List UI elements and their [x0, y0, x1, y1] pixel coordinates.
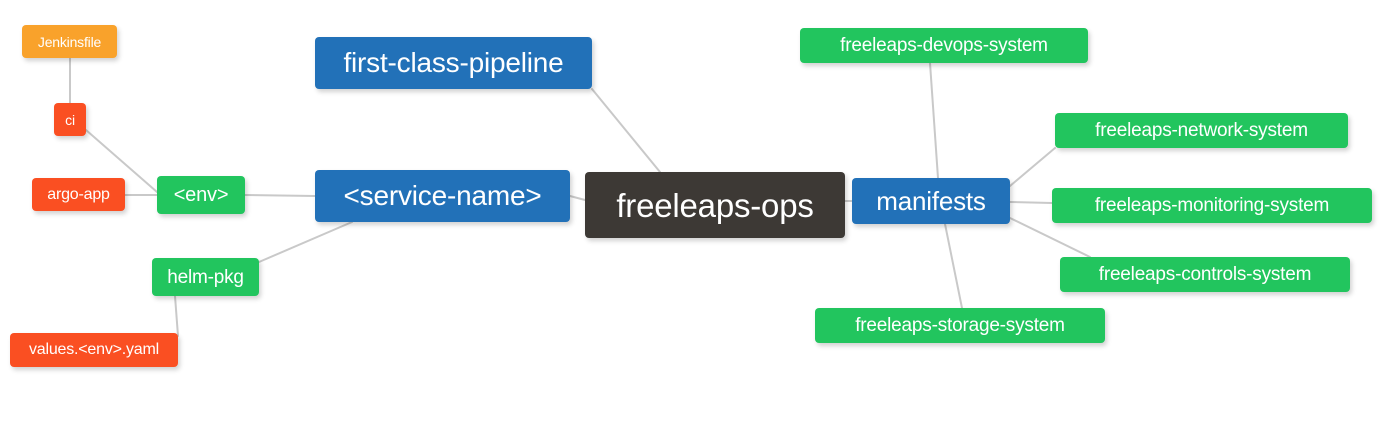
node-service-name[interactable]: <service-name> — [315, 170, 570, 222]
edge-manifests-to-freeleaps-devops-system — [929, 62, 939, 179]
node-freeleaps-controls-system[interactable]: freeleaps-controls-system — [1060, 257, 1350, 292]
node-helm-pkg[interactable]: helm-pkg — [152, 258, 259, 296]
node-freeleaps-monitoring-system[interactable]: freeleaps-monitoring-system — [1052, 188, 1372, 223]
node-freeleaps-devops-system[interactable]: freeleaps-devops-system — [800, 28, 1088, 63]
node-argo-app[interactable]: argo-app — [32, 178, 125, 211]
node-freeleaps-storage-system[interactable]: freeleaps-storage-system — [815, 308, 1105, 343]
edge-manifests-to-freeleaps-storage-system — [944, 223, 963, 309]
edge-service-name-to-freeleaps-ops — [569, 195, 586, 201]
edge-manifests-to-freeleaps-controls-system — [1009, 217, 1091, 258]
edge-first-class-pipeline-to-freeleaps-ops — [591, 88, 661, 173]
node-ci[interactable]: ci — [54, 103, 86, 136]
edge-env-to-service-name — [244, 194, 316, 197]
edge-values-env-yaml-to-helm-pkg — [174, 295, 179, 337]
node-freeleaps-network-system[interactable]: freeleaps-network-system — [1055, 113, 1348, 148]
edge-manifests-to-freeleaps-network-system — [1009, 147, 1056, 187]
edge-manifests-to-freeleaps-monitoring-system — [1009, 201, 1053, 204]
node-jenkinsfile[interactable]: Jenkinsfile — [22, 25, 117, 58]
node-values-env-yaml[interactable]: values.<env>.yaml — [10, 333, 178, 367]
edge-helm-pkg-to-service-name — [258, 221, 353, 263]
node-first-class-pipeline[interactable]: first-class-pipeline — [315, 37, 592, 89]
node-env[interactable]: <env> — [157, 176, 245, 214]
node-freeleaps-ops[interactable]: freeleaps-ops — [585, 172, 845, 238]
node-manifests[interactable]: manifests — [852, 178, 1010, 224]
